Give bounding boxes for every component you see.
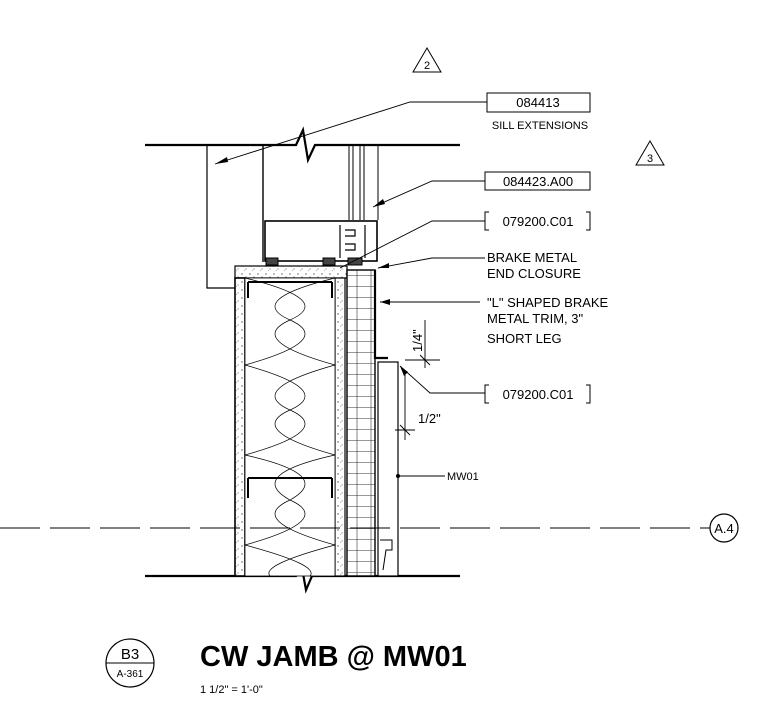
dim-quarter: 1/4" xyxy=(410,329,425,352)
leader-lines xyxy=(214,101,487,477)
revision-triangle-2: 2 xyxy=(412,47,442,73)
sill-extension xyxy=(206,145,235,289)
note-brake-metal: BRAKE METAL END CLOSURE xyxy=(487,250,581,281)
svg-text:BRAKE METAL: BRAKE METAL xyxy=(487,250,577,265)
note-l-trim: "L" SHAPED BRAKE METAL TRIM, 3" SHORT LE… xyxy=(487,295,609,346)
svg-text:084413: 084413 xyxy=(516,95,559,110)
detail-scale: 1 1/2" = 1'-0" xyxy=(200,684,263,696)
leader-arrows xyxy=(215,157,408,478)
material-tag: MW01 xyxy=(447,471,479,483)
tag-079200-2: 079200.C01 xyxy=(484,384,591,404)
svg-text:"L" SHAPED BRAKE: "L" SHAPED BRAKE xyxy=(487,295,609,310)
svg-text:SILL EXTENSIONS: SILL EXTENSIONS xyxy=(492,120,588,132)
grid-label: A.4 xyxy=(714,521,734,536)
svg-text:A-361: A-361 xyxy=(117,669,144,680)
tag-084423: 084423.A00 xyxy=(484,171,591,191)
dim-half: 1/2" xyxy=(418,411,441,426)
svg-text:SHORT LEG: SHORT LEG xyxy=(487,331,562,346)
svg-text:079200.C01: 079200.C01 xyxy=(503,214,574,229)
detail-bubble: B3 A-361 xyxy=(105,638,155,688)
svg-text:3: 3 xyxy=(647,153,653,165)
grid-bubble: A.4 xyxy=(709,513,739,543)
svg-text:079200.C01: 079200.C01 xyxy=(503,387,574,402)
svg-text:END CLOSURE: END CLOSURE xyxy=(487,266,581,281)
curtain-wall-mullion xyxy=(264,145,379,266)
detail-title: CW JAMB @ MW01 xyxy=(200,641,467,673)
wall-assembly xyxy=(234,265,399,577)
svg-text:METAL TRIM, 3": METAL TRIM, 3" xyxy=(487,311,583,326)
top-slab-line xyxy=(145,126,460,164)
tag-079200-1: 079200.C01 xyxy=(484,211,591,231)
svg-text:084423.A00: 084423.A00 xyxy=(503,174,573,189)
tag-084413: 084413 SILL EXTENSIONS xyxy=(486,92,591,132)
svg-text:2: 2 xyxy=(424,60,430,72)
svg-text:B3: B3 xyxy=(121,646,139,663)
revision-triangle-3: 3 xyxy=(635,140,665,166)
